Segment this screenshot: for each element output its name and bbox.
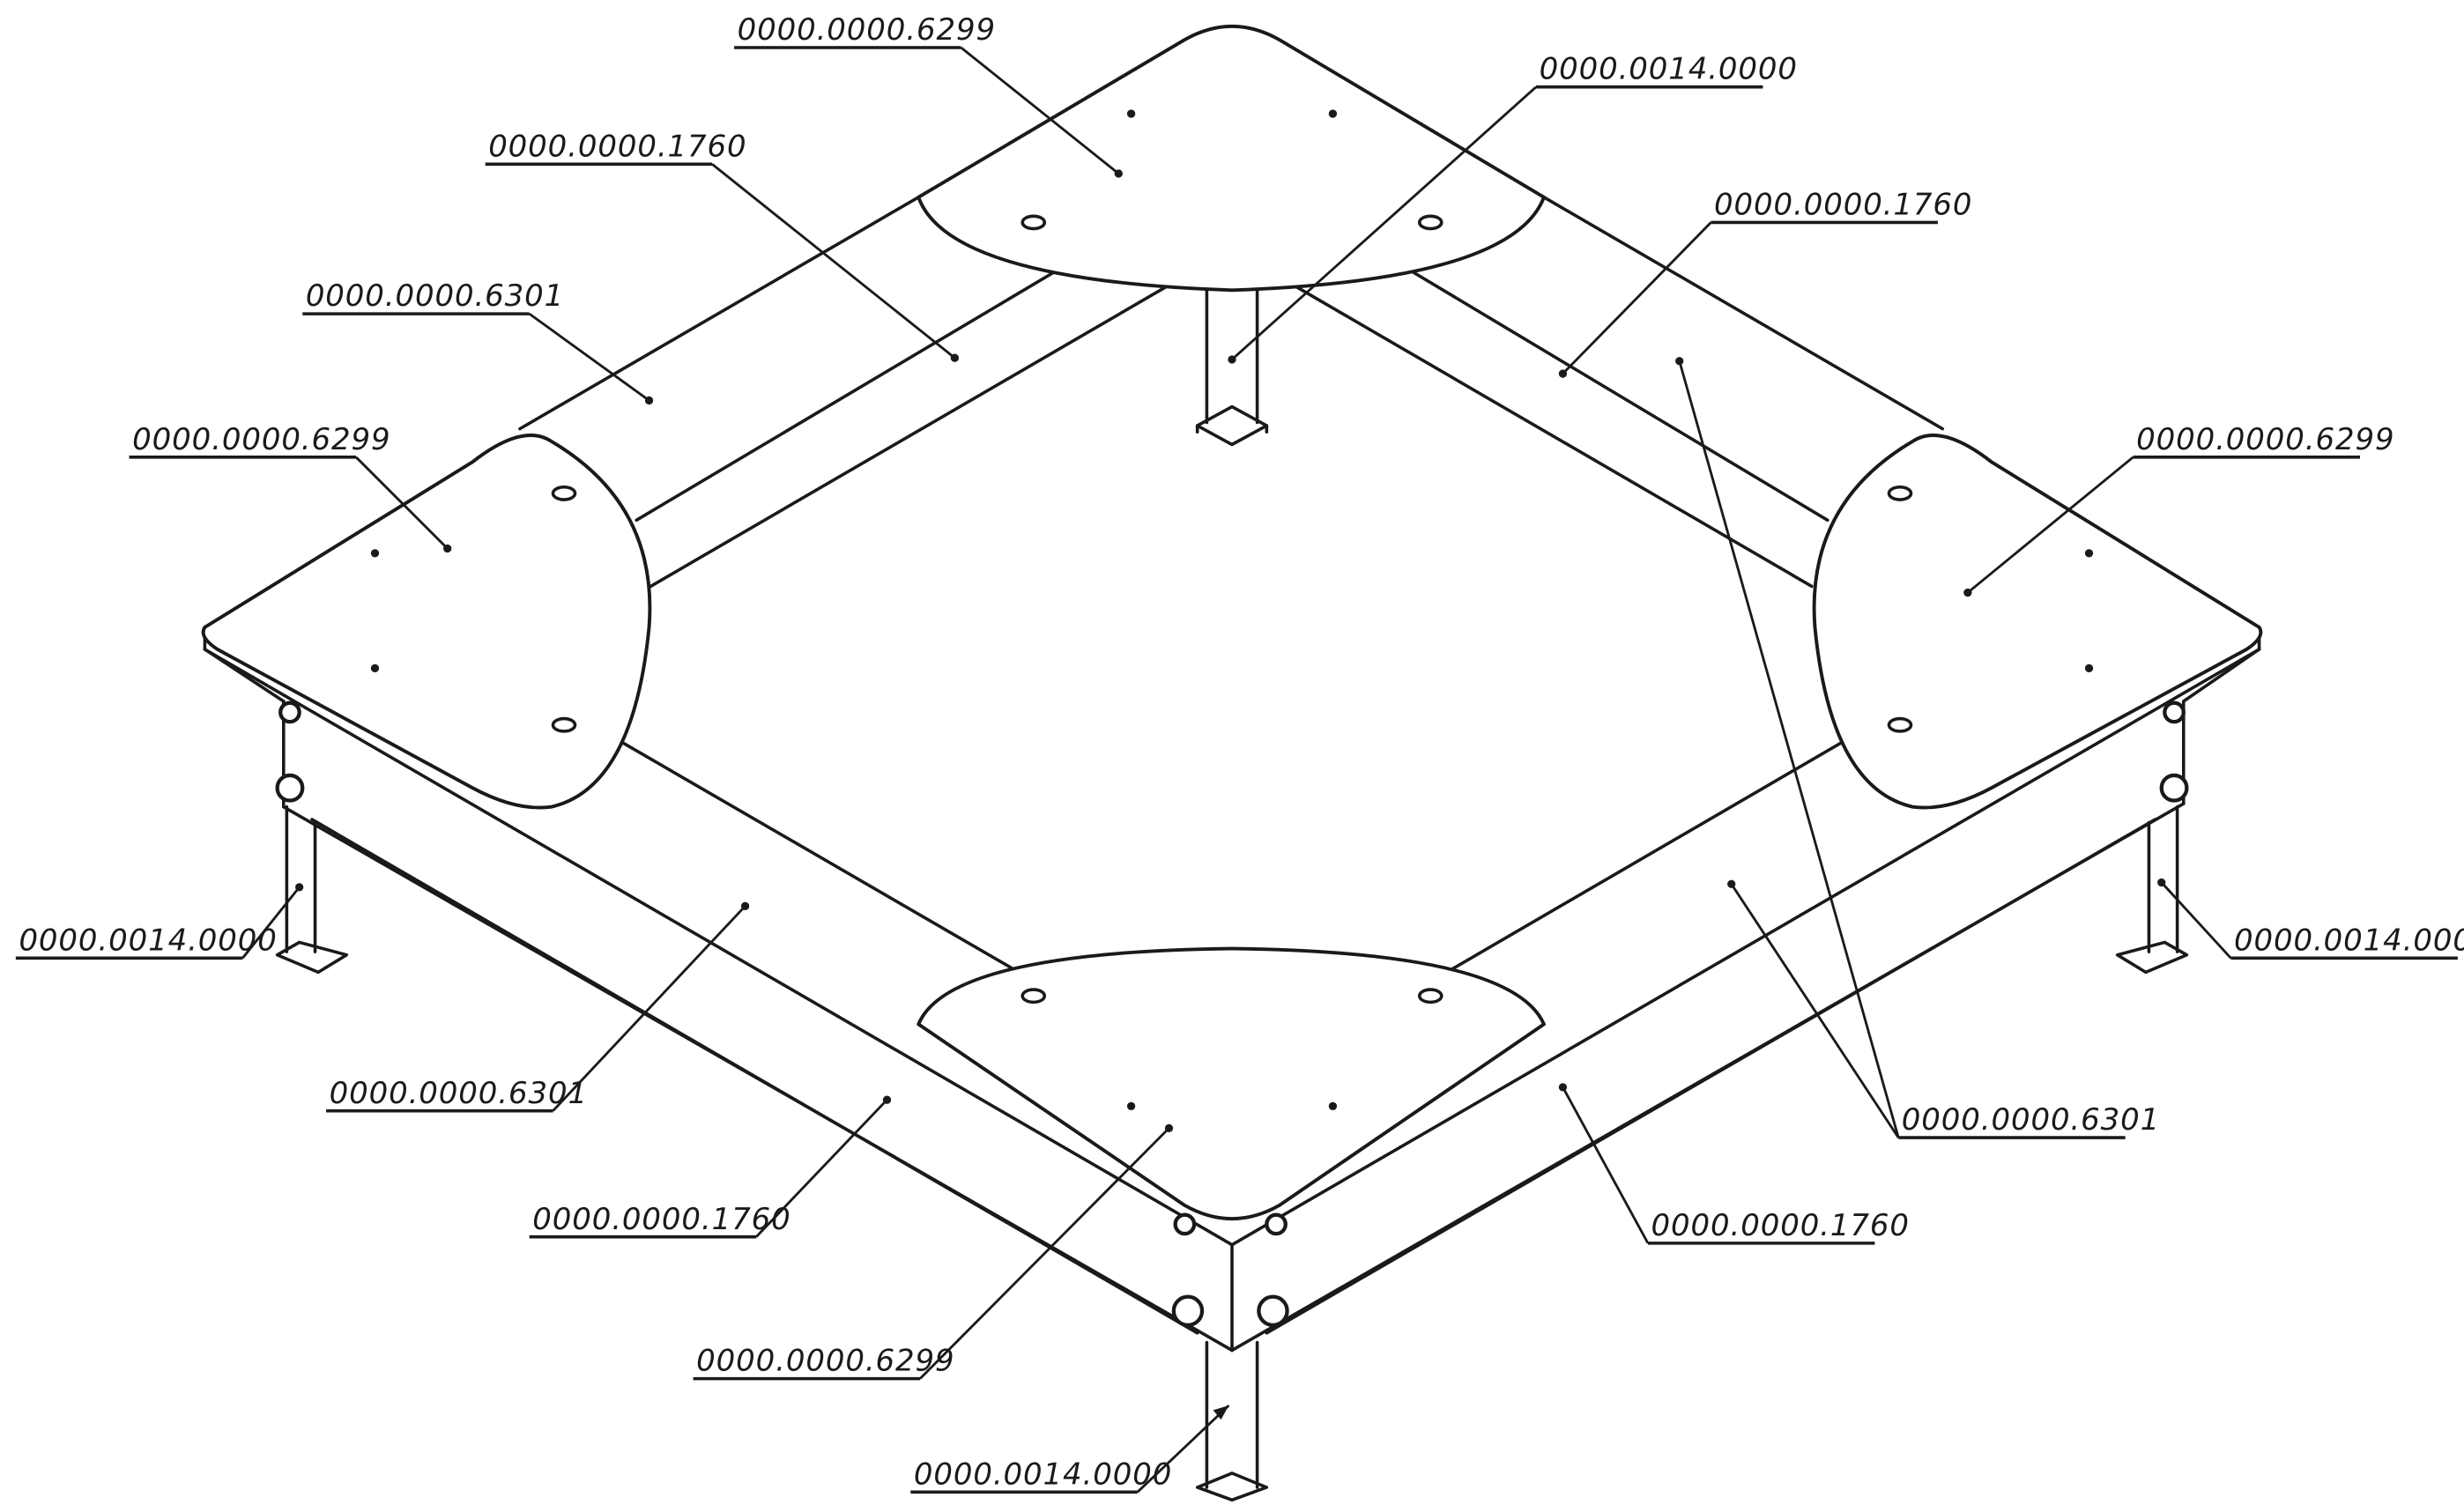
leg-front — [1195, 1340, 1269, 1502]
callout-label: 0000.0014.0000 — [1540, 52, 1798, 87]
leg-right — [2115, 804, 2189, 975]
leg-back — [1195, 288, 1269, 447]
callout-label: 0000.0000.6299 — [696, 1344, 954, 1379]
callout-label: 0000.0000.6299 — [738, 12, 996, 48]
callout-leaders — [15, 46, 2458, 1494]
seat-plates — [201, 25, 2263, 1221]
callout-label: 0000.0000.6301 — [1902, 1102, 2160, 1138]
callout-label: 0000.0014.0000 — [914, 1457, 1172, 1492]
callout-label: 0000.0000.1760 — [532, 1202, 790, 1237]
callout-label: 0000.0000.1760 — [488, 129, 746, 164]
frame-bolts — [275, 701, 2189, 1327]
seat-plate-left — [201, 434, 652, 810]
callout-label: 0000.0000.1760 — [1651, 1208, 1910, 1243]
callout-labels: 0000.0000.6299 0000.0014.0000 0000.0000.17… — [19, 12, 2464, 1492]
callout-label: 0000.0000.1760 — [1714, 187, 1972, 222]
plate-holes — [370, 109, 2094, 1110]
seat-plate-bottom — [917, 946, 1546, 1221]
callout-label: 0000.0000.6299 — [132, 422, 390, 457]
seat-plate-top — [917, 25, 1546, 293]
callout-label: 0000.0014.0000 — [19, 923, 277, 958]
callout-label: 0000.0000.6299 — [2136, 422, 2394, 457]
seat-plate-right — [1812, 434, 2263, 810]
callout-label: 0000.0000.6301 — [330, 1076, 588, 1111]
leg-left — [275, 804, 349, 975]
callout-label: 0000.0014.0000 — [2234, 923, 2464, 958]
legs — [275, 288, 2189, 1502]
callout-label: 0000.0000.6301 — [306, 278, 564, 314]
